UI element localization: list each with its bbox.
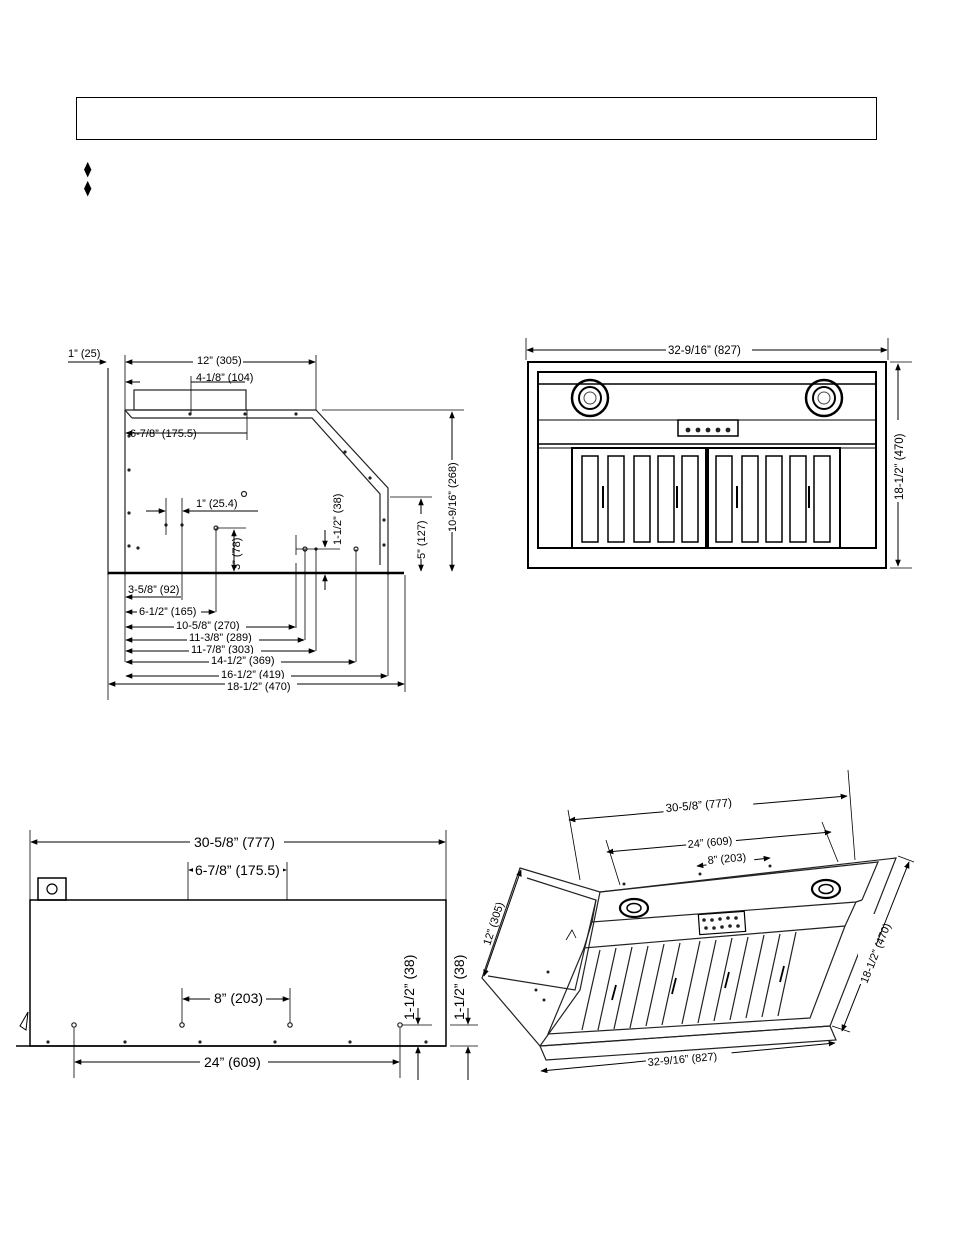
front-view-diagram: 32-9/16” (827) xyxy=(525,338,912,569)
dim-label: 1-1/2” (38) xyxy=(451,955,467,1020)
dim-label: 3-5/8” (92) xyxy=(128,584,179,596)
isometric-view-diagram: 30-5/8” (777) 24” (609) 8” (203) xyxy=(476,769,915,1074)
dim-label: 12” (305) xyxy=(197,355,242,367)
dim-label: 30-5/8” (777) xyxy=(194,834,275,850)
dim-label: 4-1/8” (104) xyxy=(196,372,253,384)
dim-label: 16-1/2” (419) xyxy=(221,669,285,681)
dim-label: 5” (127) xyxy=(416,520,428,559)
header-box xyxy=(76,97,877,140)
dim-label: 1” (25.4) xyxy=(196,498,238,510)
bullet-diamond-icon: ⧫ xyxy=(84,180,92,197)
dim-label: 6-7/8” (175.5) xyxy=(130,428,197,440)
dim-label: 8” (203) xyxy=(214,990,263,1006)
dim-label: 1-1/2” (38) xyxy=(332,494,344,545)
dim-label: 18-1/2” (470) xyxy=(894,433,906,500)
dim-label: 14-1/2” (369) xyxy=(211,655,275,667)
dim-label: 3” (78) xyxy=(231,538,243,570)
top-view-diagram: 30-5/8” (777) 6-7/8” (175.5) 8” (203) xyxy=(16,830,478,1080)
dim-label: 11-7/8” (303) xyxy=(191,644,254,656)
dim-label: 32-9/16” (827) xyxy=(668,345,741,357)
dim-label: 11-3/8” (289) xyxy=(189,632,252,644)
dim-label: 8” (203) xyxy=(707,852,746,867)
dim-label: 10-5/8” (270) xyxy=(176,620,240,632)
side-view-diagram: 1” (25) 12” (305) 4-1/8” (104) 6-7/8” (1… xyxy=(68,348,464,700)
dim-label: 1-1/2” (38) xyxy=(401,955,417,1020)
dim-label: 10-9/16” (268) xyxy=(447,462,459,532)
dim-label: 24” (609) xyxy=(204,1054,261,1070)
dim-label: 6-7/8” (175.5) xyxy=(195,862,280,878)
dim-label: 18-1/2” (470) xyxy=(227,681,291,693)
dim-label: 24” (609) xyxy=(687,835,733,851)
dim-label: 6-1/2” (165) xyxy=(139,606,196,618)
dim-label: 1” (25) xyxy=(68,348,100,360)
bullet-diamond-icon: ⧫ xyxy=(84,161,92,178)
dim-label: 30-5/8” (777) xyxy=(665,797,732,815)
